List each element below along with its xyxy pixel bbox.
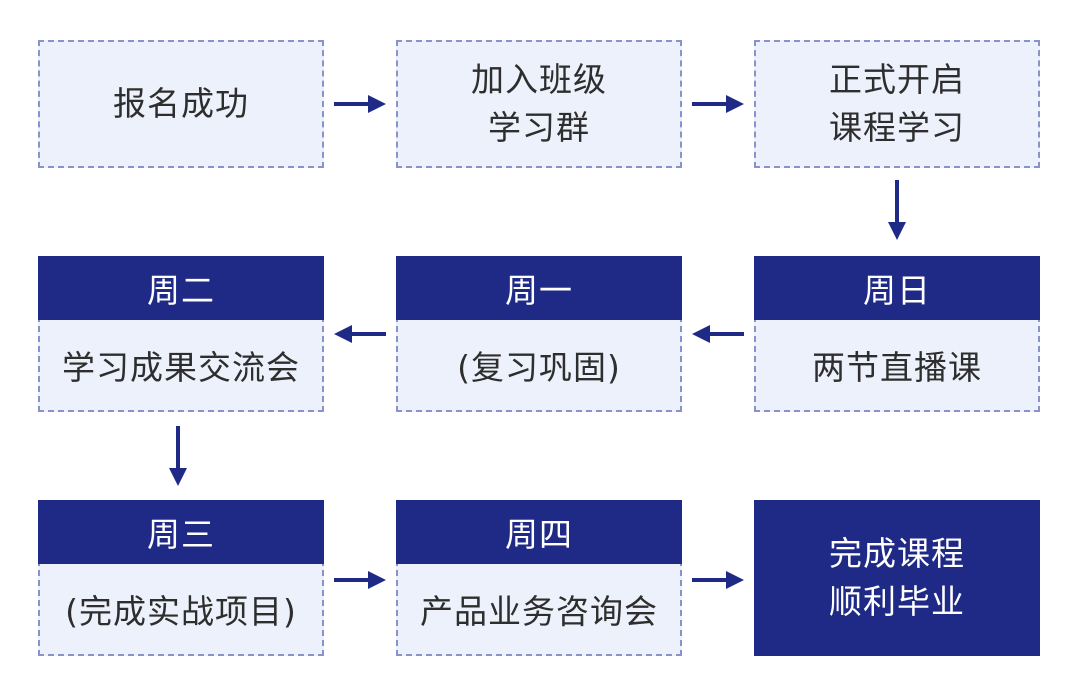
arrow-down-icon bbox=[169, 426, 187, 486]
week-wednesday-desc: (完成实战项目) bbox=[65, 592, 297, 631]
week-tuesday-card: 周二 学习成果交流会 bbox=[38, 256, 324, 412]
final-graduate: 完成课程 顺利毕业 bbox=[754, 500, 1040, 656]
week-sunday-desc: 两节直播课 bbox=[812, 348, 982, 387]
week-thursday-day: 周四 bbox=[396, 500, 682, 564]
arrow-right-icon bbox=[334, 571, 386, 589]
arrow-down-icon bbox=[888, 180, 906, 240]
week-thursday-desc: 产品业务咨询会 bbox=[420, 592, 658, 631]
step-enroll-label: 报名成功 bbox=[113, 84, 249, 123]
week-tuesday-day: 周二 bbox=[38, 256, 324, 320]
week-tuesday-desc: 学习成果交流会 bbox=[62, 348, 300, 387]
week-monday-desc: (复习巩固) bbox=[457, 348, 621, 387]
step-enroll: 报名成功 bbox=[38, 40, 324, 168]
arrow-right-icon bbox=[692, 571, 744, 589]
step-join-group-label: 加入班级 学习群 bbox=[471, 60, 607, 147]
step-start-course-label: 正式开启 课程学习 bbox=[829, 60, 965, 147]
arrow-right-icon bbox=[692, 95, 744, 113]
week-wednesday-card: 周三 (完成实战项目) bbox=[38, 500, 324, 656]
step-start-course: 正式开启 课程学习 bbox=[754, 40, 1040, 168]
week-sunday-day: 周日 bbox=[754, 256, 1040, 320]
step-join-group: 加入班级 学习群 bbox=[396, 40, 682, 168]
week-monday-card: 周一 (复习巩固) bbox=[396, 256, 682, 412]
final-graduate-label: 完成课程 顺利毕业 bbox=[829, 534, 965, 621]
week-wednesday-day: 周三 bbox=[38, 500, 324, 564]
arrow-right-icon bbox=[334, 95, 386, 113]
arrow-left-icon bbox=[334, 325, 386, 343]
week-sunday-card: 周日 两节直播课 bbox=[754, 256, 1040, 412]
week-monday-day: 周一 bbox=[396, 256, 682, 320]
week-thursday-card: 周四 产品业务咨询会 bbox=[396, 500, 682, 656]
arrow-left-icon bbox=[692, 325, 744, 343]
